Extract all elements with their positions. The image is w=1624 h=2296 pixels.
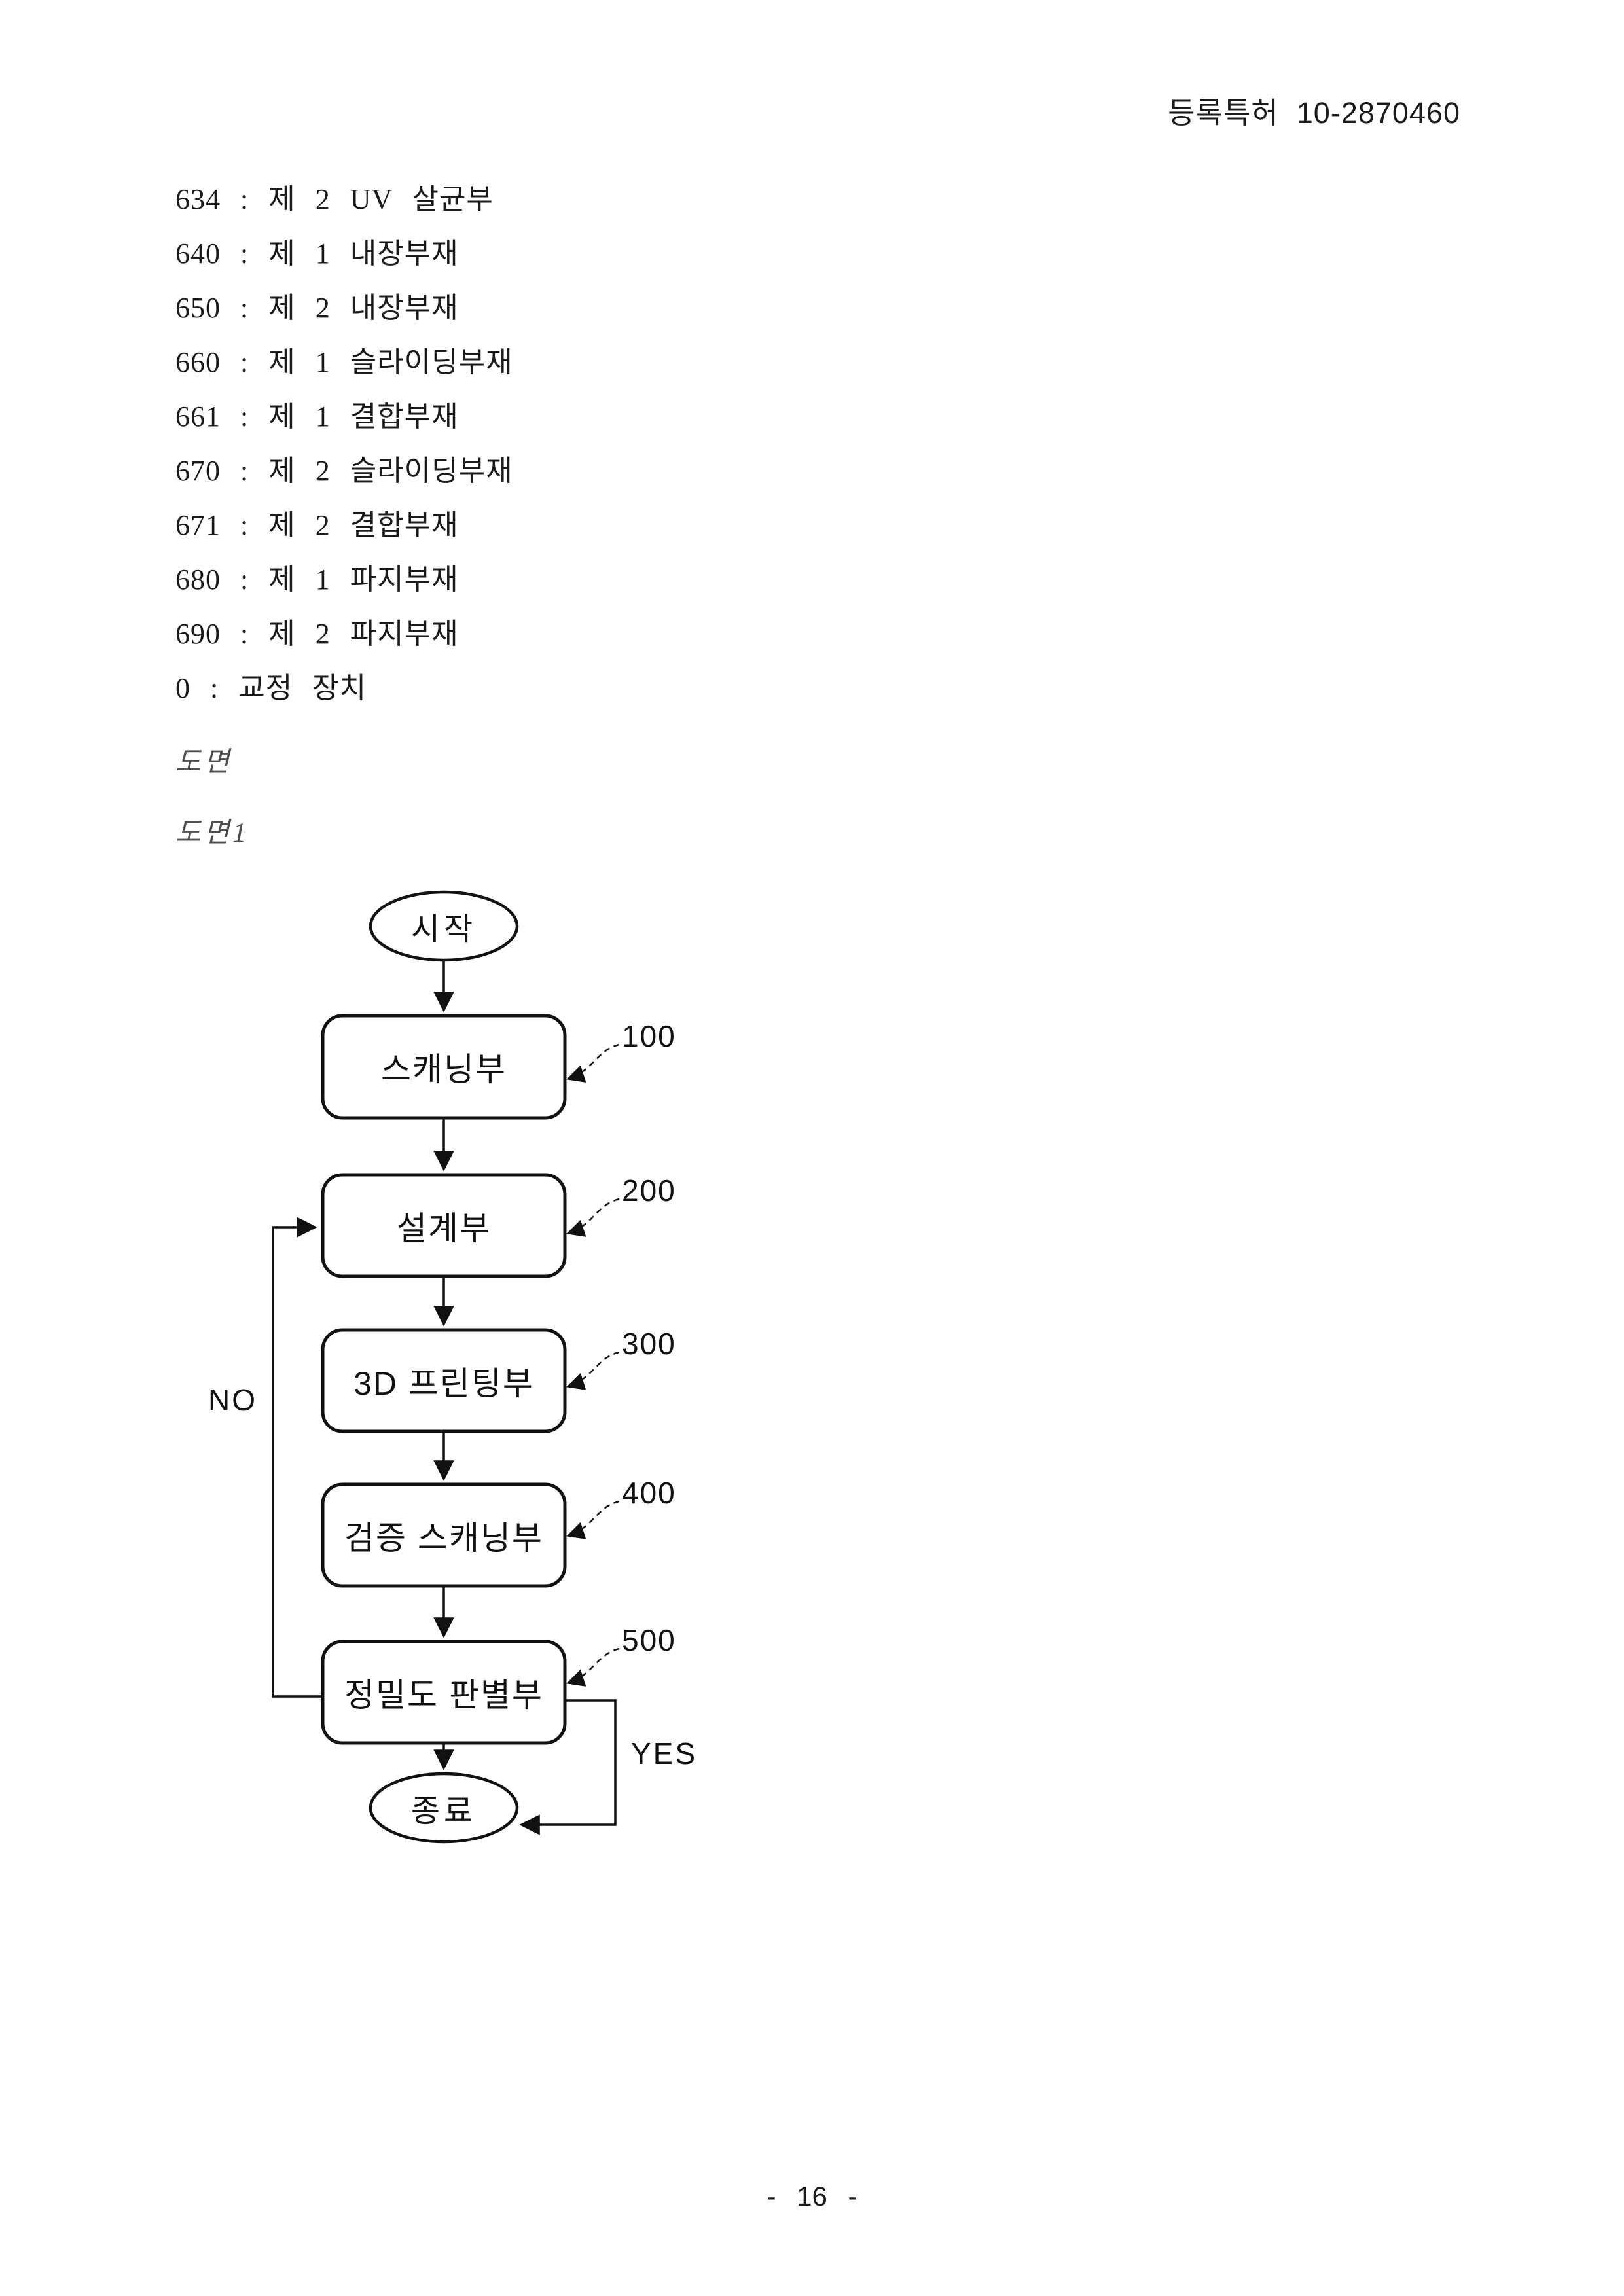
ref-number-300: 300 bbox=[622, 1327, 676, 1361]
figure-1-heading: 도면1 bbox=[175, 818, 250, 848]
design-unit-box bbox=[321, 1173, 567, 1278]
reference-list-item: 660 : 제 1 슬라이딩부재 bbox=[175, 346, 513, 378]
leader-line-400 bbox=[566, 1500, 620, 1539]
precision-judgement-unit-box bbox=[321, 1640, 567, 1745]
reference-list-item: 670 : 제 2 슬라이딩부재 bbox=[175, 455, 513, 487]
flowchart-diagram bbox=[272, 890, 620, 1844]
reference-list-item: 661 : 제 1 결합부재 bbox=[175, 401, 459, 433]
reference-list-item: 690 : 제 2 파지부재 bbox=[175, 618, 459, 650]
no-branch-label: NO bbox=[208, 1383, 257, 1417]
reference-list-item: 650 : 제 2 내장부재 bbox=[175, 292, 459, 324]
drawings-section-heading: 도면 bbox=[175, 747, 233, 778]
scanning-unit-label: 스캐닝부 bbox=[381, 1051, 507, 1088]
reference-list-item: 640 : 제 1 내장부재 bbox=[175, 238, 459, 270]
reference-list-item: 0 : 교정 장치 bbox=[175, 672, 367, 704]
patent-publication-number: 등록특허 10-2870460 bbox=[1168, 96, 1460, 130]
design-unit-label: 설계부 bbox=[397, 1210, 491, 1247]
printing-unit-box bbox=[321, 1328, 567, 1433]
leader-line-200 bbox=[566, 1198, 620, 1237]
start-node-label: 시작 bbox=[410, 912, 477, 947]
leader-line-100 bbox=[566, 1043, 620, 1083]
ref-number-100: 100 bbox=[622, 1019, 676, 1053]
reference-list-item: 671 : 제 2 결합부재 bbox=[175, 509, 459, 541]
verify-scanning-unit-label: 검증 스캐닝부 bbox=[344, 1519, 543, 1556]
end-terminal-oval bbox=[369, 1772, 519, 1844]
reference-list-item: 680 : 제 1 파지부재 bbox=[175, 564, 459, 596]
flowchart-figure-1: 시작 스캐닝부 설계부 3D 프린팅부 검증 스캐닝부 정밀도 판별부 종료 1… bbox=[196, 870, 1047, 1892]
start-terminal-oval bbox=[369, 890, 519, 962]
no-feedback-path bbox=[272, 1217, 323, 1698]
end-node-label: 종료 bbox=[410, 1794, 477, 1829]
ref-number-200: 200 bbox=[622, 1174, 676, 1208]
yes-branch-path bbox=[519, 1699, 617, 1835]
reference-list-item: 634 : 제 2 UV 살균부 bbox=[175, 183, 494, 215]
yes-branch-label: YES bbox=[631, 1736, 698, 1770]
leader-line-500 bbox=[566, 1647, 620, 1687]
verify-scanning-unit-box bbox=[321, 1482, 567, 1588]
leader-line-300 bbox=[566, 1351, 620, 1390]
ref-number-400: 400 bbox=[622, 1476, 676, 1510]
page-number: - 16 - bbox=[767, 2181, 857, 2212]
printing-unit-label: 3D 프린팅부 bbox=[353, 1365, 534, 1402]
precision-judgement-unit-label: 정밀도 판별부 bbox=[344, 1676, 543, 1713]
ref-number-500: 500 bbox=[622, 1623, 676, 1657]
scanning-unit-box bbox=[321, 1014, 567, 1120]
